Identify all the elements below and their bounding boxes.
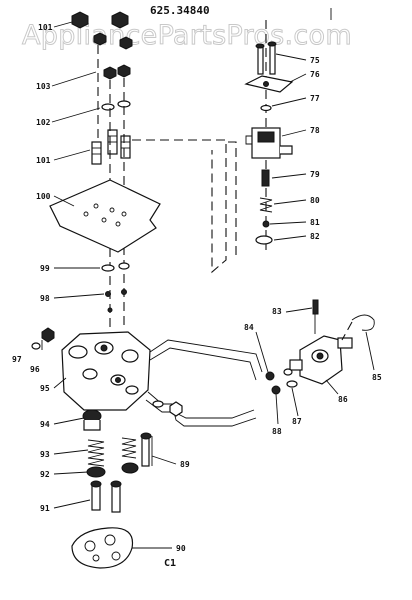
callout-94: 94 bbox=[40, 420, 50, 429]
callout-86: 86 bbox=[338, 395, 348, 404]
model-number: 625.34840 bbox=[150, 4, 210, 17]
callout-91: 91 bbox=[40, 504, 50, 513]
callout-77: 77 bbox=[310, 94, 320, 103]
pump-assembly-86 bbox=[289, 335, 353, 385]
leader-lines bbox=[41, 21, 375, 549]
clip-85 bbox=[341, 314, 375, 341]
gears-92 bbox=[86, 462, 139, 478]
callout-79: 79 bbox=[310, 170, 320, 179]
spring-79 bbox=[261, 169, 270, 187]
callout-101: 101 bbox=[36, 156, 51, 165]
ring-77 bbox=[260, 104, 272, 112]
callout-101-top: 101 bbox=[38, 23, 53, 32]
callout-103: 103 bbox=[36, 82, 51, 91]
screws-75 bbox=[255, 41, 277, 75]
parts-81-82 bbox=[255, 220, 273, 245]
watermark-text: AppliancePartsPros.com bbox=[22, 20, 352, 51]
callout-100: 100 bbox=[36, 192, 51, 201]
callout-87: 87 bbox=[292, 417, 302, 426]
tubing bbox=[145, 339, 263, 427]
callout-84: 84 bbox=[244, 323, 254, 332]
fitting-94 bbox=[82, 400, 183, 431]
callout-90: 90 bbox=[176, 544, 186, 553]
callout-75: 75 bbox=[310, 56, 320, 65]
callout-76: 76 bbox=[310, 70, 320, 79]
callout-97: 97 bbox=[12, 355, 22, 364]
bolts bbox=[90, 432, 153, 513]
o-rings bbox=[101, 262, 130, 313]
callout-92: 92 bbox=[40, 470, 50, 479]
valve-body-95 bbox=[61, 331, 151, 411]
plug-97 bbox=[31, 327, 55, 350]
springs-93 bbox=[87, 437, 137, 467]
callout-81: 81 bbox=[310, 218, 320, 227]
callout-99: 99 bbox=[40, 264, 50, 273]
solenoid-76 bbox=[245, 127, 293, 159]
part-83 bbox=[312, 299, 319, 334]
top-nuts bbox=[71, 11, 133, 80]
plunger-80 bbox=[259, 197, 273, 213]
callout-93: 93 bbox=[40, 450, 50, 459]
callout-labels: 101 103 102 101 100 99 98 97 96 95 94 93… bbox=[12, 23, 382, 553]
callout-89: 89 bbox=[180, 460, 190, 469]
callout-98: 98 bbox=[40, 294, 50, 303]
bracket-78 bbox=[244, 75, 294, 93]
callout-82: 82 bbox=[310, 232, 320, 241]
callout-85: 85 bbox=[372, 373, 382, 382]
callout-78: 78 bbox=[310, 126, 320, 135]
callout-80: 80 bbox=[310, 196, 320, 205]
washers-102 bbox=[101, 100, 131, 111]
callout-102: 102 bbox=[36, 118, 51, 127]
section-label: C1 bbox=[164, 558, 176, 569]
callout-95: 95 bbox=[40, 384, 50, 393]
gasket-plate-100 bbox=[49, 179, 161, 253]
fittings-101 bbox=[91, 129, 131, 165]
gasket-90 bbox=[71, 527, 134, 569]
part-84 bbox=[265, 368, 293, 381]
callout-96: 96 bbox=[30, 365, 40, 374]
callout-83: 83 bbox=[272, 307, 282, 316]
callout-88: 88 bbox=[272, 427, 282, 436]
